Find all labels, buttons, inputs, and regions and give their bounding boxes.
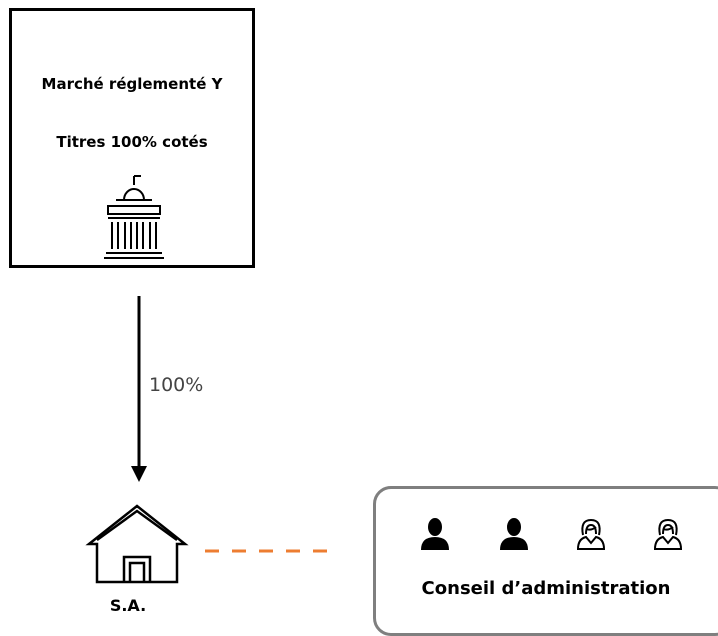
market-subtitle: Titres 100% cotés xyxy=(56,133,208,151)
board-link-dashed xyxy=(205,549,338,553)
board-label: Conseil d’administration xyxy=(421,578,671,599)
market-title: Marché réglementé Y xyxy=(41,75,223,93)
ownership-arrow xyxy=(131,296,147,482)
male-person-icon xyxy=(500,518,528,550)
female-person-icon xyxy=(653,518,683,550)
stock-exchange-building-icon xyxy=(104,175,164,259)
market-box: Marché réglementé Y Titres 100% cotés xyxy=(9,8,255,268)
ownership-percentage: 100% xyxy=(149,374,204,396)
female-person-icon xyxy=(576,518,606,550)
house-icon xyxy=(85,504,189,584)
board-box: Conseil d’administration xyxy=(373,486,718,636)
male-person-icon xyxy=(421,518,449,550)
company-label: S.A. xyxy=(109,596,147,615)
